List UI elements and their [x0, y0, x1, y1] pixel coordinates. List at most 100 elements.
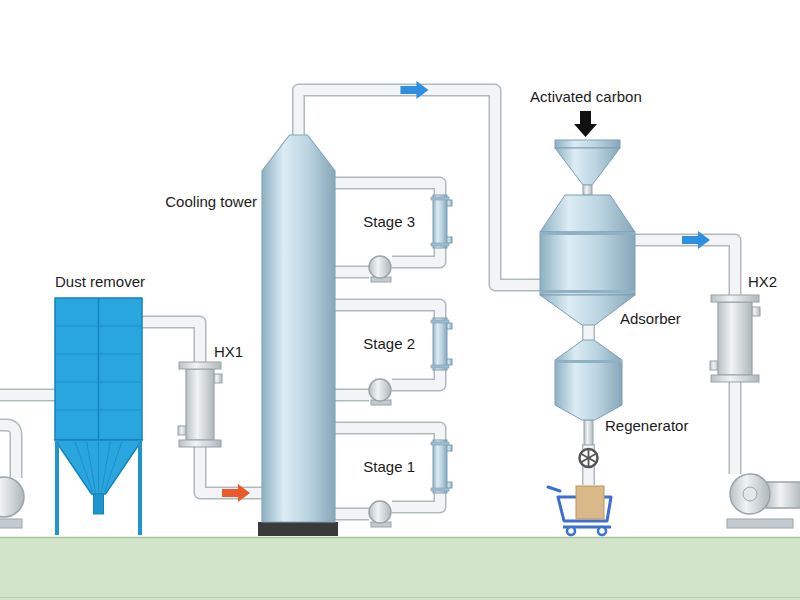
pump-hub — [743, 487, 757, 501]
pipe-connector — [588, 325, 589, 340]
dust-hopper — [55, 440, 142, 494]
pipe-body — [335, 183, 440, 195]
equipment-label: Stage 1 — [363, 458, 415, 476]
return-pipe — [392, 492, 440, 507]
return-pipe — [392, 369, 440, 385]
tower-base — [258, 522, 338, 536]
equipment-label: Dust remover — [55, 273, 145, 291]
pipe-outline — [335, 428, 440, 440]
flange — [711, 295, 759, 302]
flange — [431, 365, 449, 368]
pipe — [0, 389, 56, 402]
tower-shell — [262, 135, 335, 522]
pipe-connector — [142, 322, 200, 362]
pump-symbol — [0, 477, 24, 517]
return-pipe — [334, 390, 369, 400]
housing-seam — [55, 326, 142, 327]
stage-exchanger: Stage 2 — [428, 318, 452, 370]
heat-exchanger: HX1 — [178, 362, 222, 447]
regenerator-neck — [584, 420, 593, 445]
pump-base — [0, 519, 22, 528]
pipe-outline — [142, 322, 200, 362]
pipe-connector — [335, 183, 440, 195]
return-pipe — [334, 267, 369, 277]
pump-motor — [766, 482, 800, 508]
hopper-seam — [102, 440, 111, 492]
stage-exchanger-outline — [428, 318, 452, 370]
feed-arrow — [574, 111, 597, 137]
carbon-bag — [576, 486, 604, 519]
adsorber: Adsorber — [540, 140, 635, 325]
flange — [179, 440, 221, 447]
housing-seam — [55, 382, 142, 383]
cart-wheel — [598, 527, 606, 535]
hopper-seam — [98, 440, 99, 492]
return-pipe — [334, 389, 369, 402]
stage-exchanger — [433, 440, 447, 493]
filter-housing — [55, 298, 142, 440]
dust-remover-outline — [55, 298, 142, 535]
housing-seam — [55, 410, 142, 411]
equipment-label: Adsorber — [620, 310, 681, 328]
regenerator-shell — [555, 340, 622, 420]
flange — [431, 488, 449, 491]
ground-edge — [0, 597, 800, 598]
pipe-body — [635, 240, 735, 295]
equipment-label: Stage 2 — [363, 335, 415, 353]
valve-handwheel — [580, 449, 598, 467]
pump-symbol — [730, 474, 770, 514]
pipe-connector — [200, 447, 262, 502]
adsorber-shell — [540, 232, 635, 295]
ground — [0, 537, 800, 600]
stage-exchanger: Stage 1 — [428, 440, 452, 493]
adsorber-outline — [540, 140, 635, 325]
pipe-connector — [635, 231, 735, 295]
housing-seam — [55, 354, 142, 355]
equipment-label: Stage 3 — [363, 213, 415, 231]
heat-exchanger-outline — [178, 362, 222, 447]
pipe — [0, 425, 16, 478]
return-pipe — [334, 508, 369, 521]
return-pipe — [392, 247, 440, 262]
stage-exchanger — [433, 318, 447, 370]
adsorber-top — [540, 195, 635, 232]
pipe — [0, 390, 56, 400]
pipe-outline — [582, 325, 595, 340]
stage-exchanger-outline — [428, 195, 452, 248]
pipe-outline — [335, 183, 440, 195]
pump-base — [727, 519, 793, 528]
pipe-body — [335, 305, 440, 318]
pipe-body — [584, 325, 594, 340]
regenerator: Regenerator — [555, 340, 622, 445]
flow-arrowhead — [400, 81, 428, 99]
dust-remover: Dust remover — [55, 298, 142, 535]
equipment-label: HX1 — [214, 343, 243, 361]
hopper-seam — [87, 440, 96, 492]
dust-outlet — [94, 494, 104, 514]
equipment-label: HX2 — [748, 273, 777, 291]
material-label: Activated carbon — [530, 88, 642, 106]
pump-symbol — [369, 256, 391, 278]
return-pipe — [392, 492, 440, 507]
cart-wheel — [567, 527, 575, 535]
stage-exchanger-outline — [428, 440, 452, 493]
support-leg — [138, 440, 142, 535]
equipment-label: Cooling tower — [165, 193, 257, 211]
hopper-neck — [583, 185, 592, 195]
pump-symbol — [369, 379, 391, 401]
valve-spoke — [582, 454, 596, 462]
cooling-tower-outline — [262, 135, 335, 522]
return-pipe — [392, 369, 440, 385]
return-pipe — [334, 266, 369, 279]
pipe — [730, 381, 740, 474]
flange — [431, 442, 449, 445]
pipe — [0, 425, 16, 478]
flange — [431, 320, 449, 323]
pipe-outline — [335, 305, 440, 318]
stage-exchanger: Stage 3 — [428, 195, 452, 248]
pipe-connector — [335, 305, 440, 318]
heat-exchanger: HX2 — [710, 295, 760, 382]
shell-band — [555, 360, 622, 363]
housing-seam — [98, 298, 100, 440]
